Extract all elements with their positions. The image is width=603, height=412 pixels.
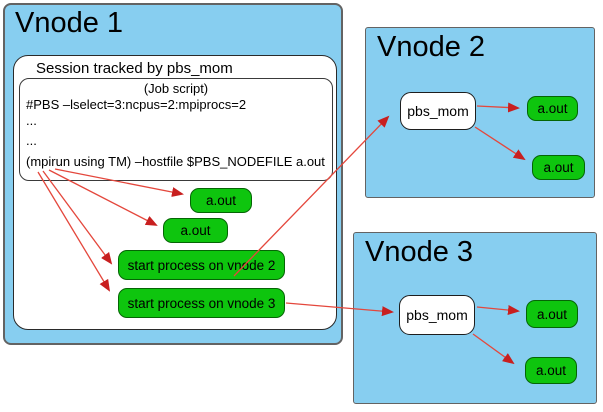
job-script-line-dots2: ... xyxy=(26,133,37,148)
vnode1-aout-2: a.out xyxy=(163,218,228,243)
job-script-line-dots1: ... xyxy=(26,113,37,128)
start-process-vnode2: start process on vnode 2 xyxy=(118,250,285,280)
vnode3-aout-1: a.out xyxy=(526,300,578,328)
vnode3-aout-2: a.out xyxy=(525,357,577,384)
pbs-mom-vnode2: pbs_mom xyxy=(400,92,476,130)
vnode2-aout-1: a.out xyxy=(527,96,578,121)
job-script-line-mpirun: (mpirun using TM) –hostfile $PBS_NODEFIL… xyxy=(26,154,325,169)
vnode1-aout-1: a.out xyxy=(190,188,252,213)
start-process-vnode3: start process on vnode 3 xyxy=(118,288,285,318)
session-title: Session tracked by pbs_mom xyxy=(36,60,233,77)
pbs-mom-vnode3: pbs_mom xyxy=(399,295,475,335)
vnode1-title: Vnode 1 xyxy=(15,7,124,39)
vnode2-title: Vnode 2 xyxy=(377,31,486,63)
job-script-line-pbs: #PBS –lselect=3:ncpus=2:mpiprocs=2 xyxy=(26,97,247,112)
vnode2-aout-2: a.out xyxy=(532,155,585,180)
vnode3-title: Vnode 3 xyxy=(365,236,474,268)
job-script-header: (Job script) xyxy=(143,81,209,96)
job-script-box: (Job script) #PBS –lselect=3:ncpus=2:mpi… xyxy=(19,78,333,181)
